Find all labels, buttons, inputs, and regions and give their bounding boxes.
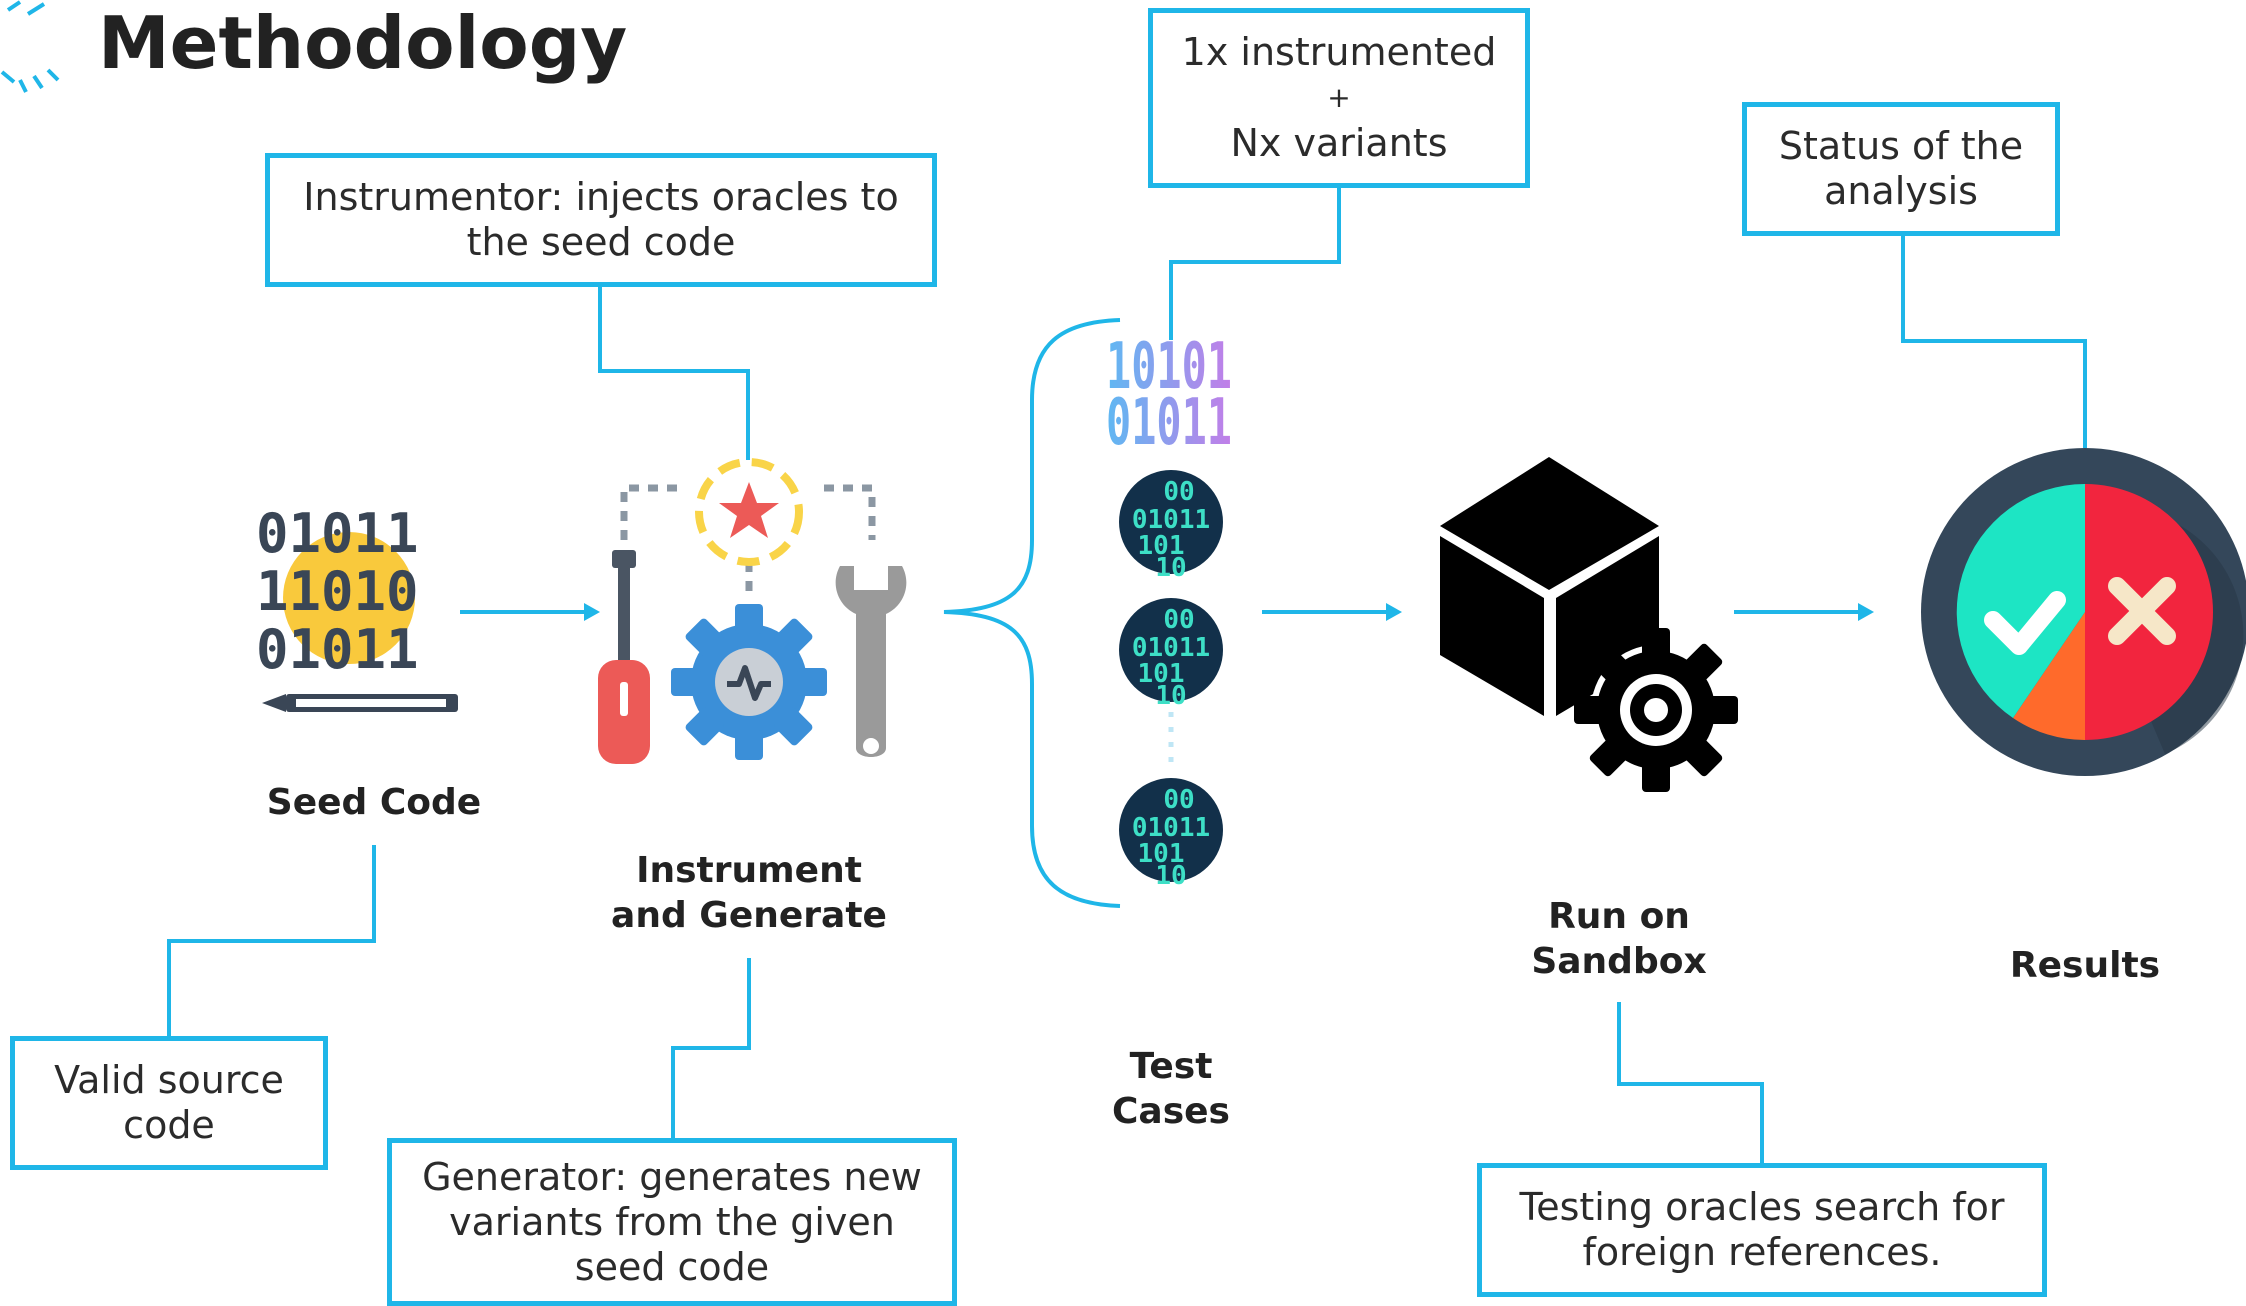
valid-source-callout: Valid source code bbox=[10, 1036, 328, 1170]
binary-digits-row: 01011 bbox=[1106, 386, 1232, 460]
callout-text: 1x instrumented bbox=[1181, 30, 1497, 74]
logo-decoration bbox=[0, 0, 60, 93]
svg-text:101: 101 bbox=[1138, 531, 1185, 561]
seed-code-label: Seed Code bbox=[266, 782, 482, 823]
callout-text: variants from the given bbox=[449, 1199, 895, 1244]
callout-text: + bbox=[1327, 81, 1351, 114]
instrument-generate-icon bbox=[598, 458, 907, 764]
binary-code-icon: 10101 01011 bbox=[1106, 330, 1232, 460]
test-cases-brace bbox=[943, 318, 1121, 908]
connector-valid bbox=[167, 845, 376, 1040]
connector-instrumentor bbox=[598, 284, 750, 460]
connector-oracles bbox=[1617, 1002, 1764, 1167]
callout-text: Valid source bbox=[54, 1058, 284, 1102]
callout-text: Nx variants bbox=[1230, 121, 1448, 165]
stage-label-line: and Generate bbox=[611, 895, 887, 936]
instrumentor-callout: Instrumentor: injects oracles to the see… bbox=[265, 153, 937, 287]
pencil-icon bbox=[262, 694, 458, 712]
flow-arrows bbox=[460, 603, 1874, 621]
binary-digits-row: 10101 bbox=[1106, 330, 1232, 404]
variants-callout: 1x instrumented + Nx variants bbox=[1148, 8, 1530, 188]
screwdriver-icon bbox=[598, 550, 650, 764]
callout-text: seed code bbox=[574, 1244, 770, 1289]
connector-generator bbox=[671, 958, 751, 1142]
cross-icon bbox=[2108, 577, 2176, 645]
stage-label-line: Test bbox=[1129, 1046, 1213, 1087]
sandbox-gear-icon bbox=[1574, 628, 1738, 792]
seed-digits-row: 01011 bbox=[256, 502, 419, 565]
svg-text:10: 10 bbox=[1155, 861, 1186, 891]
svg-text:10: 10 bbox=[1155, 681, 1186, 711]
results-pie-icon bbox=[1921, 448, 2246, 776]
status-callout: Status of the analysis bbox=[1742, 102, 2060, 236]
svg-text:01011: 01011 bbox=[1132, 505, 1210, 535]
stage-label-line: Cases bbox=[1112, 1091, 1230, 1132]
stage-label-line: Instrument bbox=[636, 850, 862, 891]
svg-text:01011: 01011 bbox=[1132, 633, 1210, 663]
check-icon bbox=[1984, 591, 2066, 655]
results-label: Results bbox=[2009, 945, 2161, 986]
svg-text:10: 10 bbox=[1155, 553, 1186, 583]
test-case-chip: 00 01011 101 10 bbox=[1119, 598, 1223, 711]
gear-icon bbox=[671, 604, 827, 760]
seed-digits-row: 11010 bbox=[256, 560, 419, 623]
callout-text: Status of the bbox=[1778, 124, 2024, 168]
seed-digits-row: 01011 bbox=[256, 618, 419, 681]
callout-text: analysis bbox=[1824, 169, 1978, 213]
test-cases-label: Test Cases bbox=[1071, 1044, 1271, 1134]
svg-text:101: 101 bbox=[1138, 839, 1185, 869]
sandbox-cube-icon bbox=[1440, 457, 1659, 716]
stage-label-line: Sandbox bbox=[1531, 941, 1707, 982]
test-case-chip: 00 01011 101 10 bbox=[1119, 778, 1223, 891]
seed-code-icon: 01011 11010 01011 bbox=[256, 502, 458, 712]
svg-text:101: 101 bbox=[1138, 659, 1185, 689]
star-icon bbox=[719, 482, 779, 538]
wrench-icon bbox=[835, 566, 907, 757]
svg-text:01011: 01011 bbox=[1132, 813, 1210, 843]
svg-text:00: 00 bbox=[1163, 477, 1194, 507]
svg-text:00: 00 bbox=[1163, 785, 1194, 815]
callout-text: Instrumentor: injects oracles to bbox=[303, 175, 899, 219]
instrument-generate-label: Instrument and Generate bbox=[559, 848, 939, 938]
connector-variants bbox=[1169, 185, 1341, 340]
oracles-callout: Testing oracles search for foreign refer… bbox=[1477, 1163, 2047, 1297]
callout-text: foreign references. bbox=[1582, 1230, 1942, 1274]
callout-text: code bbox=[123, 1103, 215, 1147]
run-on-sandbox-label: Run on Sandbox bbox=[1469, 894, 1769, 984]
test-case-chip: 00 01011 101 10 bbox=[1119, 470, 1223, 583]
page-title: Methodology bbox=[98, 1, 628, 85]
stage-label-line: Run on bbox=[1548, 896, 1690, 937]
callout-text: Testing oracles search for bbox=[1519, 1185, 2005, 1229]
callout-text: Generator: generates new bbox=[422, 1154, 922, 1199]
generator-callout: Generator: generates new variants from t… bbox=[387, 1138, 957, 1306]
callout-text: the seed code bbox=[466, 220, 736, 264]
svg-text:00: 00 bbox=[1163, 605, 1194, 635]
connector-status bbox=[1901, 236, 2087, 448]
